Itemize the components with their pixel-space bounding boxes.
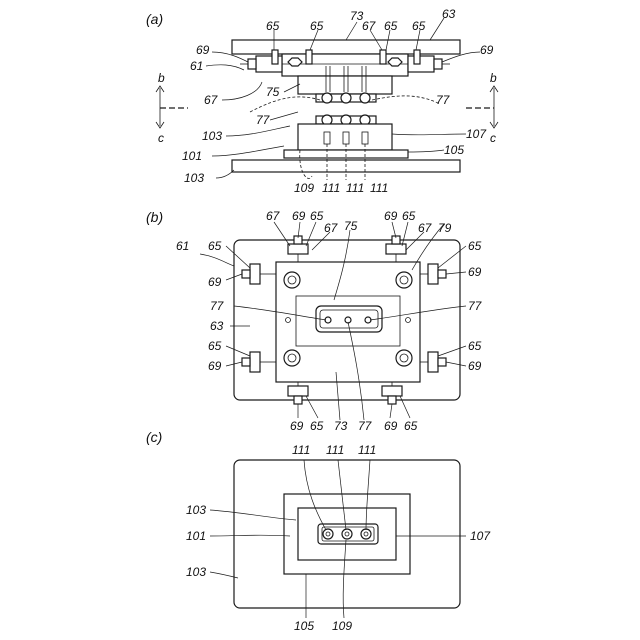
dashed-curve-left xyxy=(250,97,320,112)
dashed-curve-right xyxy=(372,96,440,104)
label-b-61: 61 xyxy=(176,239,189,253)
label-a-77r: 77 xyxy=(436,93,451,107)
label-a-111b: 111 xyxy=(346,181,364,195)
upper-plate xyxy=(232,40,460,54)
label-b-69a: 69 xyxy=(292,209,306,223)
label-b-75: 75 xyxy=(344,219,358,233)
label-b-77b: 77 xyxy=(358,419,373,433)
label-b-65b: 65 xyxy=(402,209,416,223)
label-a-65a: 65 xyxy=(266,19,280,33)
label-b-63: 63 xyxy=(210,319,224,333)
hex-nut-left xyxy=(288,58,302,66)
label-b-77l: 77 xyxy=(210,299,225,313)
label-c-107: 107 xyxy=(470,529,491,543)
label-b-69l1: 69 xyxy=(208,275,222,289)
panel-c: (c) 111 111 111 103 xyxy=(146,429,491,633)
label-c-109: 109 xyxy=(332,619,352,633)
label-b-67c: 67 xyxy=(418,221,433,235)
pins-c xyxy=(323,529,371,539)
label-a-77l: 77 xyxy=(256,113,271,127)
label-a-103a: 103 xyxy=(202,129,222,143)
label-a-65d: 65 xyxy=(412,19,426,33)
upper-holder xyxy=(282,54,408,76)
label-b-69r2: 69 xyxy=(468,359,482,373)
fastener-2 xyxy=(306,50,312,64)
panel-a-title: (a) xyxy=(146,11,163,27)
label-b-73: 73 xyxy=(334,419,348,433)
punch-holder xyxy=(298,76,392,94)
label-b-69b: 69 xyxy=(384,209,398,223)
hex-nut-right xyxy=(388,58,402,66)
section-b-right: b xyxy=(490,71,497,85)
fastener-3 xyxy=(380,50,386,64)
label-b-67b: 67 xyxy=(324,221,339,235)
label-a-65c: 65 xyxy=(384,19,398,33)
label-a-101: 101 xyxy=(182,149,202,163)
label-b-65l1: 65 xyxy=(208,239,222,253)
label-a-67a: 67 xyxy=(362,19,377,33)
label-b-67a: 67 xyxy=(266,209,281,223)
label-b-79: 79 xyxy=(438,221,452,235)
label-a-109: 109 xyxy=(294,181,314,195)
label-b-65r1: 65 xyxy=(468,239,482,253)
label-c-105: 105 xyxy=(294,619,314,633)
label-c-111c: 111 xyxy=(358,443,376,457)
label-a-103b: 103 xyxy=(184,171,204,185)
section-c-right: c xyxy=(490,131,496,145)
label-c-103a: 103 xyxy=(186,503,206,517)
label-a-111a: 111 xyxy=(322,181,340,195)
label-a-69r: 69 xyxy=(480,43,494,57)
lower-die xyxy=(298,124,392,150)
bolt-left xyxy=(248,59,256,69)
label-a-63: 63 xyxy=(442,7,456,21)
label-a-107: 107 xyxy=(466,127,487,141)
label-c-111a: 111 xyxy=(292,443,310,457)
fastener-4 xyxy=(414,50,420,64)
label-b-69l2: 69 xyxy=(208,359,222,373)
label-a-69l: 69 xyxy=(196,43,210,57)
label-a-105: 105 xyxy=(444,143,464,157)
section-b-left: b xyxy=(158,71,165,85)
panel-b-title: (b) xyxy=(146,209,163,225)
label-a-67b: 67 xyxy=(204,93,219,107)
label-a-111c: 111 xyxy=(370,181,388,195)
label-b-65f: 65 xyxy=(404,419,418,433)
workpieces-upper xyxy=(316,93,376,103)
label-b-65r2: 65 xyxy=(468,339,482,353)
clamp-right xyxy=(408,56,434,72)
label-b-65l2: 65 xyxy=(208,339,222,353)
label-a-75: 75 xyxy=(266,85,280,99)
bolt-right xyxy=(434,59,442,69)
label-a-61: 61 xyxy=(190,59,203,73)
label-b-65a: 65 xyxy=(310,209,324,223)
label-c-103b: 103 xyxy=(186,565,206,579)
section-c-left: c xyxy=(158,131,164,145)
label-b-69r1: 69 xyxy=(468,265,482,279)
panel-b: (b) xyxy=(146,209,483,433)
section-marker-right xyxy=(466,86,498,128)
panel-c-title: (c) xyxy=(146,429,162,445)
fastener-1 xyxy=(272,50,278,64)
label-c-111b: 111 xyxy=(326,443,344,457)
label-b-77r: 77 xyxy=(468,299,483,313)
panel-a: (a) xyxy=(146,7,498,195)
section-marker-left xyxy=(156,86,188,128)
label-b-69d: 69 xyxy=(384,419,398,433)
label-b-69c: 69 xyxy=(290,419,304,433)
label-c-101: 101 xyxy=(186,529,206,543)
label-a-65b: 65 xyxy=(310,19,324,33)
label-b-65e: 65 xyxy=(310,419,324,433)
